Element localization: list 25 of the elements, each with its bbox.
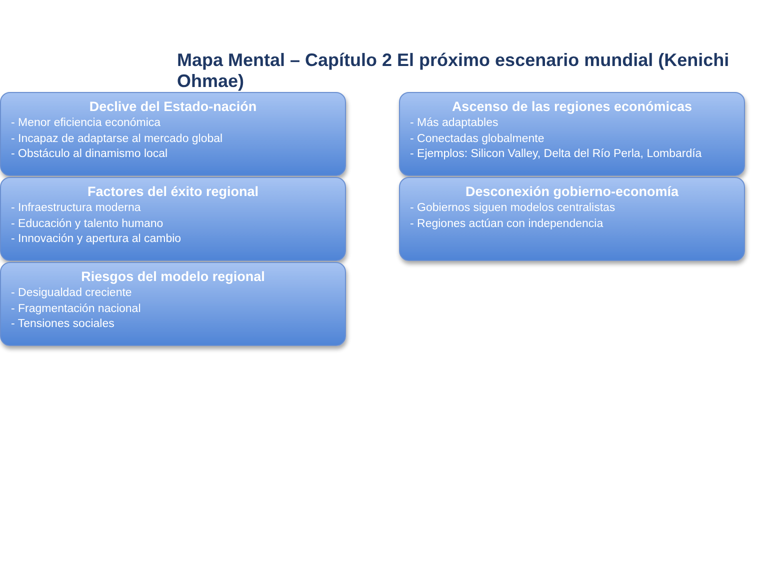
topic-box [0, 92, 346, 176]
bullet-item: - Educación y talento humano [11, 216, 164, 232]
bullet-item: - Tensiones sociales [11, 317, 116, 332]
topic-box [399, 92, 745, 176]
topic-heading: Ascenso de las regiones económicas [450, 99, 694, 114]
bullet-item: - Innovación y apertura al cambio [11, 232, 182, 247]
bullet-item: - Conectadas globalmente [410, 132, 546, 146]
bullet-item: - Fragmentación nacional [11, 302, 142, 316]
topic-heading: Riesgos del modelo regional [80, 269, 266, 284]
bullet-item: - Desigualdad creciente [11, 286, 133, 301]
bullet-item: - Obstáculo al dinamismo local [11, 147, 169, 162]
bullet-item: - Menor eficiencia económica [11, 116, 162, 131]
bullet-item: - Infraestructura moderna [11, 201, 142, 216]
topic-heading: Factores del éxito regional [86, 184, 260, 199]
diagram-title: Mapa Mental – Capítulo 2 El próximo escenario mundial (Kenichi Ohmae) [177, 50, 730, 92]
topic-box [399, 177, 745, 261]
topic-box [0, 262, 346, 346]
bullet-item: - Incapaz de adaptarse al mercado global [11, 132, 224, 146]
bullet-item: - Ejemplos: Silicon Valley, Delta del Río Perla, Lombardía [410, 147, 703, 162]
topic-heading: Desconexión gobierno-economía [464, 184, 680, 199]
topic-box [0, 177, 346, 261]
bullet-item: - Más adaptables [410, 116, 500, 131]
bullet-item: - Regiones actúan con independencia [410, 216, 604, 232]
bullet-item: - Gobiernos siguen modelos centralistas [410, 201, 616, 216]
topic-heading: Declive del Estado-nación [88, 99, 258, 114]
